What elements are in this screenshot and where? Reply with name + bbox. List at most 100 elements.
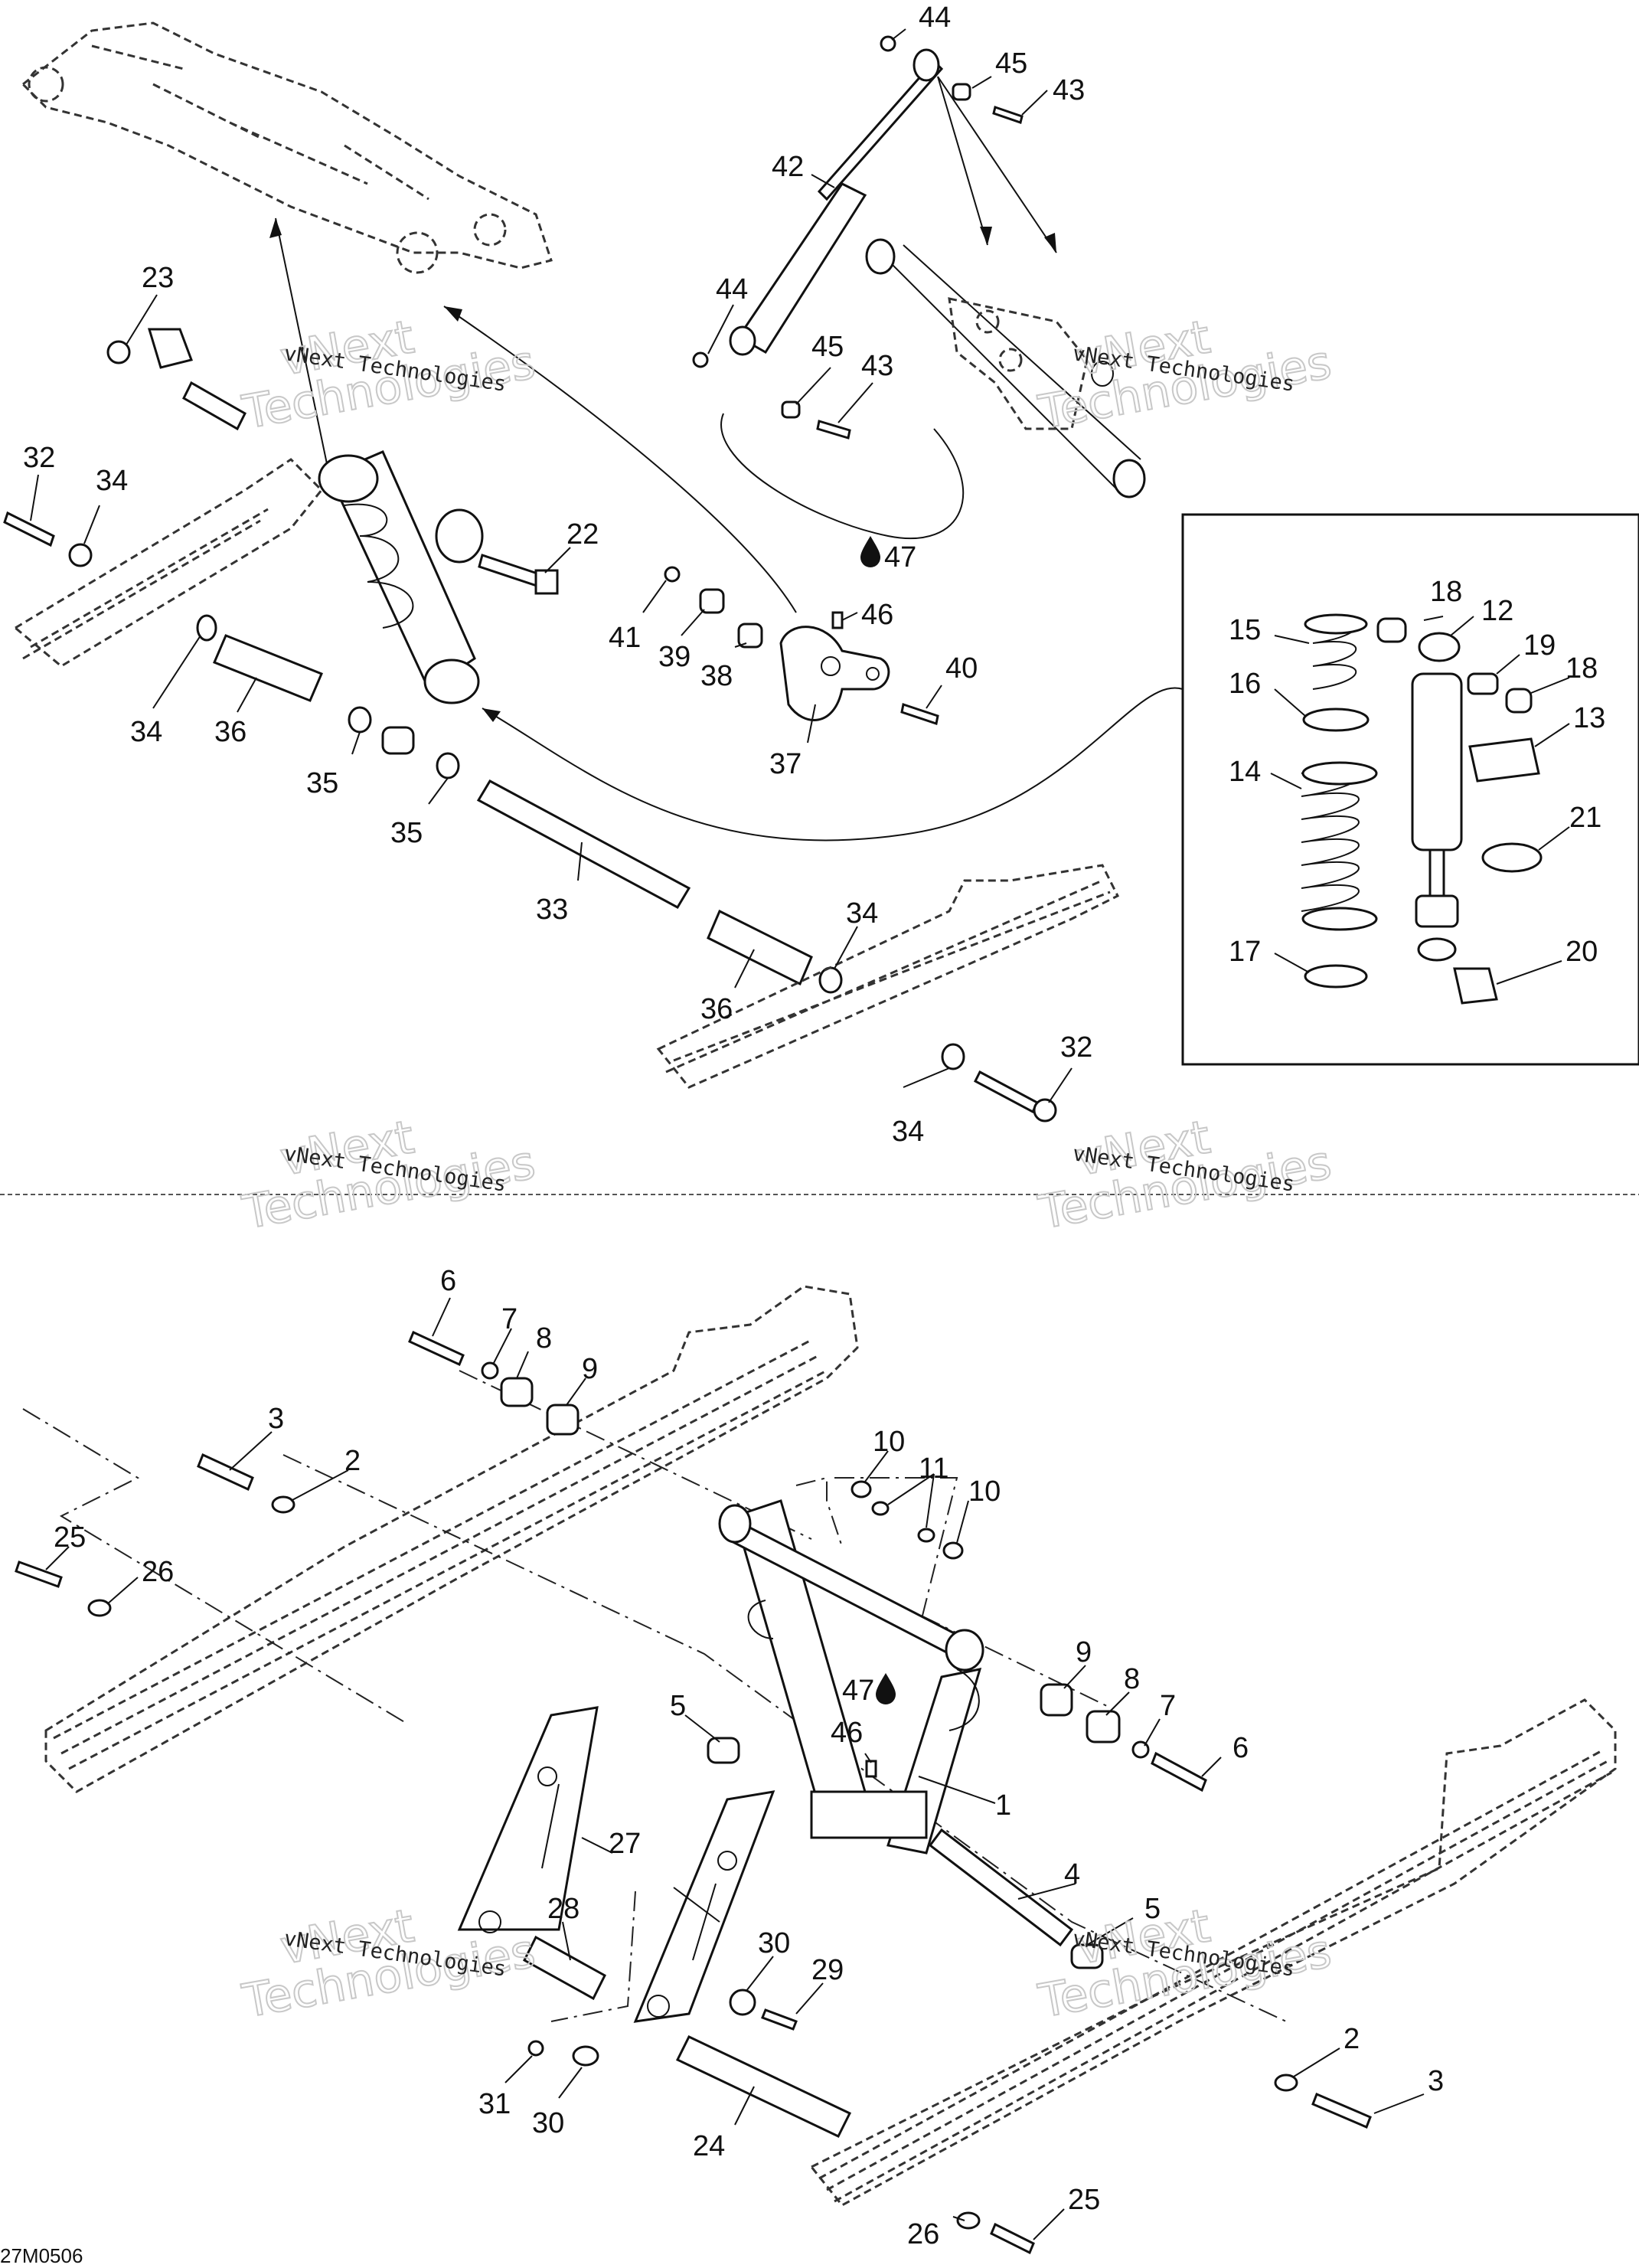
part-37-bellcrank <box>779 626 890 721</box>
callout-36-left: 36 <box>214 716 247 748</box>
callout-8-top: 8 <box>536 1322 552 1355</box>
callout-12: 12 <box>1481 595 1513 627</box>
arrow-to-frame-b <box>443 306 797 613</box>
callout-18-right: 18 <box>1566 652 1598 685</box>
callout-19: 19 <box>1523 629 1556 662</box>
callout-18-top: 18 <box>1430 576 1462 608</box>
callout-32-right: 32 <box>1060 1031 1092 1064</box>
detail-ring-17 <box>1304 964 1368 989</box>
part-43-mid <box>816 420 851 440</box>
diagram-code: 27M0506 <box>0 2244 83 2267</box>
part-41 <box>664 566 681 583</box>
part-34-lower <box>941 1043 965 1070</box>
callout-21: 21 <box>1569 802 1601 834</box>
part-45-mid <box>781 400 801 419</box>
callout-47-top: 47 <box>884 541 916 574</box>
arrowhead-a <box>269 218 282 238</box>
callout-9-top: 9 <box>582 1353 598 1385</box>
chain-line-e <box>834 1477 958 1632</box>
callout-24: 24 <box>693 2130 725 2162</box>
part-23 <box>106 340 131 364</box>
part-8-right <box>1086 1710 1121 1743</box>
leader-lines <box>30 28 1570 2240</box>
bushing-35 <box>381 726 415 755</box>
callout-9-right: 9 <box>1076 1636 1092 1668</box>
callout-10-top: 10 <box>873 1426 905 1458</box>
part-9-top <box>546 1404 580 1436</box>
part-8-top <box>500 1377 534 1407</box>
callout-5-right: 5 <box>1144 1893 1161 1925</box>
chain-line-d <box>795 1476 843 1547</box>
callout-2-right: 2 <box>1344 2023 1360 2055</box>
part-30-right <box>729 1989 756 2016</box>
part-46-bottom <box>865 1760 877 1778</box>
callout-26-top: 26 <box>142 1556 174 1588</box>
callout-6-top: 6 <box>440 1265 456 1297</box>
part-36-right <box>707 909 813 986</box>
callout-17: 17 <box>1229 936 1261 968</box>
callout-10-right: 10 <box>968 1476 1001 1508</box>
detail-ring-16 <box>1302 708 1370 732</box>
part-34-right <box>818 966 843 994</box>
detail-pin-19 <box>1467 672 1499 695</box>
callout-47-bottom: 47 <box>842 1675 874 1707</box>
callout-3-top: 3 <box>268 1403 284 1435</box>
callout-44-mid: 44 <box>716 273 748 306</box>
part-9-right <box>1040 1683 1073 1717</box>
callout-40: 40 <box>945 652 978 685</box>
callout-26-right: 26 <box>907 2218 939 2250</box>
detail-cup-13 <box>1468 737 1540 783</box>
part-32-left <box>3 511 55 547</box>
callout-32-left: 32 <box>23 442 55 474</box>
callout-42: 42 <box>772 151 804 183</box>
callout-34-right: 34 <box>846 897 878 930</box>
part-6-right <box>1151 1751 1207 1793</box>
side-rail-bottom-right <box>809 1698 1617 2207</box>
callout-25-right: 25 <box>1068 2184 1100 2216</box>
part-34-mid <box>196 614 217 642</box>
detail-shock-12 <box>1411 632 1463 962</box>
part-25-top <box>15 1560 63 1588</box>
callout-43-top: 43 <box>1053 74 1085 106</box>
callout-16: 16 <box>1229 668 1261 700</box>
part-46-top <box>831 611 844 629</box>
side-rail-top-left <box>13 458 324 668</box>
callout-41: 41 <box>609 622 641 654</box>
callout-28: 28 <box>547 1893 580 1925</box>
part-2-right <box>1274 2074 1298 2092</box>
side-rail-top-right <box>656 864 1120 1089</box>
part-44-mid <box>692 351 709 368</box>
part-26-top <box>87 1599 112 1617</box>
part-45-top <box>952 83 971 101</box>
callout-37: 37 <box>769 748 802 780</box>
part-1-front-arm <box>718 1499 984 1855</box>
part-34-left <box>68 543 93 567</box>
callout-44-top: 44 <box>919 2 951 34</box>
callout-15: 15 <box>1229 614 1261 646</box>
bushing-top <box>147 328 193 369</box>
callout-7-top: 7 <box>501 1303 517 1335</box>
part-40 <box>900 703 939 725</box>
callout-14: 14 <box>1229 756 1261 788</box>
callout-labels: 44 45 43 42 44 45 43 23 22 32 34 34 36 3… <box>23 2 1605 2250</box>
sleeve-top <box>182 381 247 431</box>
callout-25-top: 25 <box>54 1521 86 1554</box>
callout-7-right: 7 <box>1160 1690 1176 1722</box>
callout-43-mid: 43 <box>861 350 893 382</box>
callout-38: 38 <box>700 660 733 692</box>
callout-11: 11 <box>919 1453 948 1485</box>
part-29 <box>761 2008 798 2031</box>
part-27-rear-arm-left <box>457 1706 599 1933</box>
part-38 <box>737 623 763 649</box>
part-31 <box>527 2040 544 2057</box>
callout-45-top: 45 <box>995 47 1027 80</box>
arrow-42-b <box>937 76 1057 253</box>
loop-arrow-44 <box>720 413 965 540</box>
detail-bushing-18-top <box>1376 617 1407 643</box>
part-4-tube <box>928 1828 1074 1947</box>
part-32-right <box>974 1070 1039 1114</box>
detail-leader-curve <box>482 687 1184 842</box>
part-2-top <box>271 1495 295 1514</box>
callout-36-right: 36 <box>700 993 733 1025</box>
part-35-b <box>436 752 460 779</box>
